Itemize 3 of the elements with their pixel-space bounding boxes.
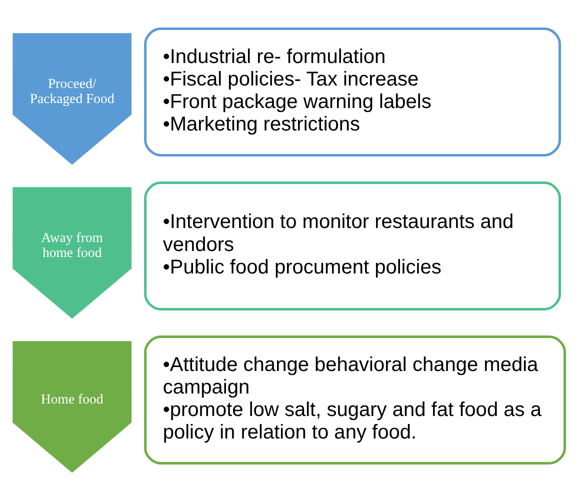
node-box: •Industrial re- formulation •Fiscal policies- Tax increase •Front package warning labels •Marketing restrictions [144, 27, 561, 156]
node-box: •Intervention to monitor restaurants and vendors •Public food procument policies [144, 181, 561, 310]
node-box: •Attitude change behavioral change media campaign •promote low salt, sugary and fat food as a policy in relation to any food. [144, 335, 566, 464]
